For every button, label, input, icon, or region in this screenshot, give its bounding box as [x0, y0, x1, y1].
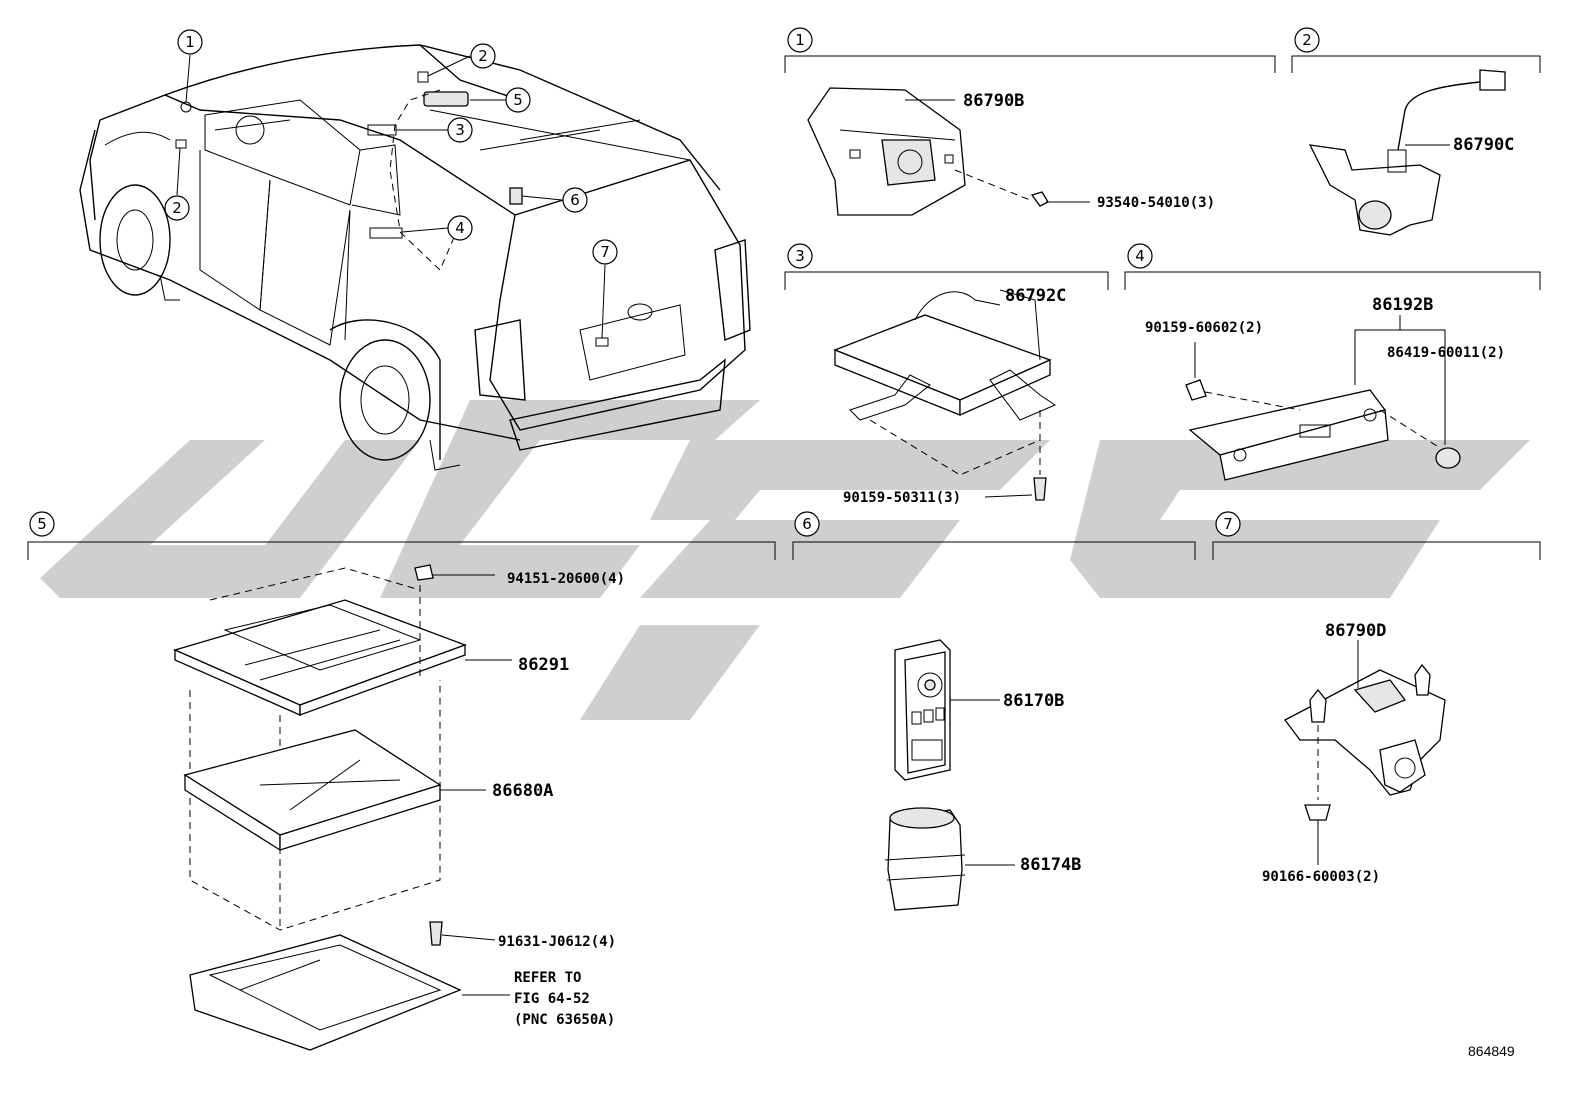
vehicle-callout-2-front: 2: [164, 195, 190, 221]
refer-line-3: (PNC 63650A): [514, 1012, 615, 1028]
label-86291: 86291: [518, 655, 569, 675]
section-7-callout: 7: [1215, 511, 1241, 537]
label-90166-60003: 90166-60003(2): [1262, 869, 1380, 885]
vehicle-callout-2-top: 2: [470, 43, 496, 69]
label-86170B: 86170B: [1003, 691, 1064, 711]
vehicle-illustration: [79, 44, 751, 471]
section-callouts: 1 2 3 4 5 6 7: [29, 27, 1320, 537]
svg-text:4: 4: [455, 219, 465, 237]
svg-text:2: 2: [478, 47, 488, 65]
section-4-callout: 4: [1127, 243, 1153, 269]
vehicle-leaders: [176, 54, 606, 339]
section-7-camera: [1284, 640, 1446, 865]
refer-line-2: FIG 64-52: [514, 991, 590, 1007]
diagram-id: 864849: [1468, 1043, 1515, 1059]
section-3-ecu: [833, 289, 1057, 501]
svg-text:5: 5: [37, 515, 47, 533]
label-90159-50311: 90159-50311(3): [843, 490, 961, 506]
label-86792C: 86792C: [1005, 286, 1066, 306]
svg-text:3: 3: [795, 247, 805, 265]
svg-text:3: 3: [455, 121, 465, 139]
svg-text:6: 6: [802, 515, 812, 533]
svg-text:1: 1: [795, 31, 805, 49]
label-93540-54010: 93540-54010(3): [1097, 195, 1215, 211]
vehicle-callouts: 1 2 5 3 6 4 7 2: [164, 29, 618, 265]
section-6-callout: 6: [794, 511, 820, 537]
label-86174B: 86174B: [1020, 855, 1081, 875]
svg-text:2: 2: [1302, 31, 1312, 49]
section-2-camera: [1308, 69, 1506, 236]
svg-text:1: 1: [185, 33, 195, 51]
label-86192B: 86192B: [1372, 295, 1433, 315]
svg-text:5: 5: [513, 91, 523, 109]
label-86790B: 86790B: [963, 91, 1024, 111]
vehicle-callout-3: 3: [447, 117, 473, 143]
svg-text:4: 4: [1135, 247, 1145, 265]
label-86419-60011: 86419-60011(2): [1387, 345, 1505, 361]
vehicle-callout-1: 1: [177, 29, 203, 55]
section-5-callout: 5: [29, 511, 55, 537]
svg-text:2: 2: [172, 199, 182, 217]
vehicle-callout-4: 4: [447, 215, 473, 241]
section-1-callout: 1: [787, 27, 813, 53]
label-86680A: 86680A: [492, 781, 553, 801]
label-91631-J0612: 91631-J0612(4): [498, 934, 616, 950]
vehicle-callout-5: 5: [505, 87, 531, 113]
svg-text:6: 6: [570, 191, 580, 209]
label-90159-60602: 90159-60602(2): [1145, 320, 1263, 336]
refer-line-1: REFER TO: [514, 970, 581, 986]
vehicle-callout-7: 7: [592, 239, 618, 265]
label-86790D: 86790D: [1325, 621, 1386, 641]
svg-text:7: 7: [1223, 515, 1233, 533]
svg-text:7: 7: [600, 243, 610, 261]
section-2-callout: 2: [1294, 27, 1320, 53]
vehicle-callout-6: 6: [562, 187, 588, 213]
label-86790C: 86790C: [1453, 135, 1514, 155]
watermark-logo: [40, 400, 1530, 720]
section-brackets: [27, 55, 1541, 560]
label-94151-20600: 94151-20600(4): [507, 571, 625, 587]
section-3-callout: 3: [787, 243, 813, 269]
section-4-panel: [1185, 315, 1461, 481]
section-5-display-assembly: [173, 564, 512, 1051]
section-1-camera: [807, 87, 1090, 216]
section-6-remote: [884, 639, 1015, 911]
